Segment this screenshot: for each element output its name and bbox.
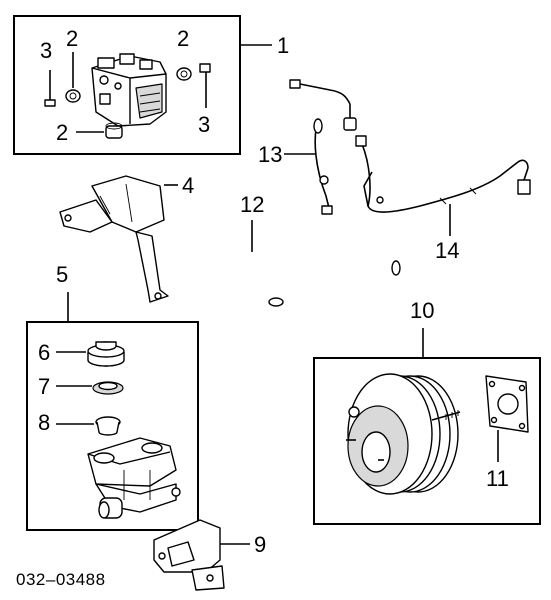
abs-modulator-unit <box>91 53 167 127</box>
rear-wheel-sensor-harness <box>355 135 531 213</box>
callout-7: 7 <box>38 374 50 399</box>
callout-14: 14 <box>435 238 459 263</box>
pedal-bracket <box>153 519 225 591</box>
front-wheel-sensor-harness <box>289 79 357 215</box>
bushing-left <box>65 89 81 103</box>
callout-6: 6 <box>38 340 50 365</box>
callout-11: 11 <box>486 466 509 491</box>
brake-booster <box>346 373 461 495</box>
bushing-right <box>176 67 192 81</box>
callout-13: 13 <box>258 142 282 167</box>
master-cylinder-group-frame <box>26 321 199 531</box>
reservoir-seal <box>92 381 124 395</box>
bolt-left <box>44 70 56 107</box>
booster-gasket <box>485 375 529 433</box>
callout-2-right: 2 <box>177 26 189 51</box>
callout-2-left: 2 <box>66 26 78 51</box>
callout-5: 5 <box>56 262 68 287</box>
callout-12: 12 <box>240 192 264 217</box>
callout-1: 1 <box>277 33 289 58</box>
master-cylinder <box>87 437 181 519</box>
vacuum-hose <box>219 239 401 307</box>
reservoir-cap <box>87 341 125 367</box>
brake-booster-group-frame <box>313 357 541 525</box>
modulator-bracket <box>59 175 169 303</box>
callout-3-right: 3 <box>198 112 210 137</box>
callout-9: 9 <box>254 532 266 557</box>
bushing-bottom <box>105 122 123 139</box>
callout-3-left: 3 <box>40 38 52 63</box>
callout-10: 10 <box>410 298 434 323</box>
callout-4: 4 <box>182 173 194 198</box>
diagram-code: 032–03488 <box>16 570 106 589</box>
callout-2-bottom: 2 <box>56 120 68 145</box>
modulator-group-frame <box>13 15 241 155</box>
bolt-right <box>199 63 211 108</box>
callout-8: 8 <box>38 410 50 435</box>
reservoir-strainer <box>95 416 121 436</box>
